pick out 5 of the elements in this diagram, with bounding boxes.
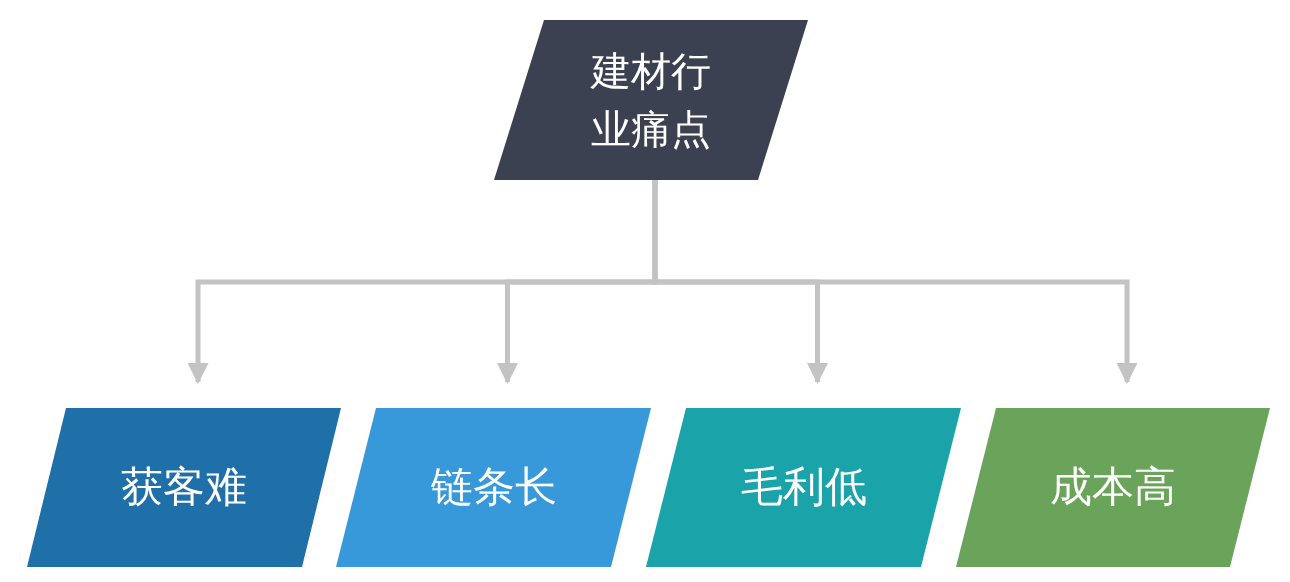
parallelogram-box: 毛利低 [646,408,961,567]
parallelogram-box: 链条长 [336,408,651,567]
parallelogram-box: 成本高 [956,408,1270,567]
parallelogram-box: 获客难 [27,408,341,567]
parallelogram-box: 建材行业痛点 [494,20,808,180]
